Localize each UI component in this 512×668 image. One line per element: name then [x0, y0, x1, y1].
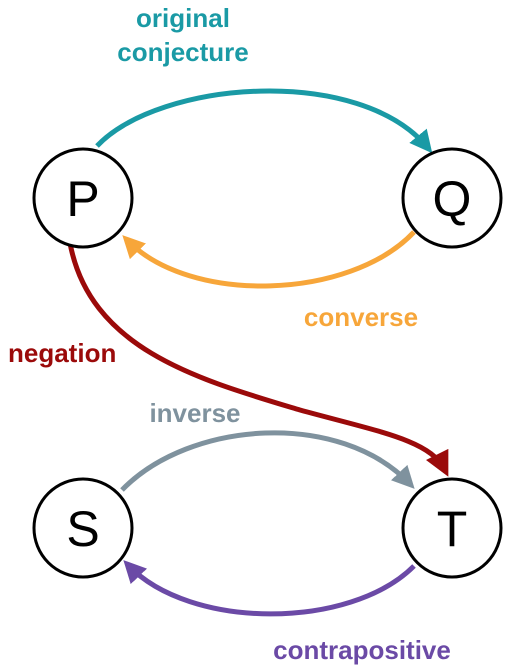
- edge-inverse-arrow: [120, 430, 415, 492]
- edge-converse-arrow: [122, 230, 416, 289]
- edge-negation-arrow: [67, 242, 449, 477]
- edge-original-conjecture-arrow: [95, 88, 433, 154]
- node-t-label: T: [437, 501, 468, 557]
- node-p: P: [32, 147, 134, 249]
- edge-contrapositive-arrow: [123, 560, 416, 617]
- node-t: T: [401, 477, 503, 579]
- edge-contrapositive-label: contrapositive: [273, 635, 451, 665]
- edge-original-label-line1: original: [136, 3, 230, 33]
- node-s-label: S: [66, 501, 99, 557]
- edge-converse-label: converse: [304, 302, 418, 332]
- node-q-label: Q: [433, 171, 472, 227]
- node-p-label: P: [66, 171, 99, 227]
- edge-inverse-label: inverse: [149, 398, 240, 428]
- node-q: Q: [401, 147, 503, 249]
- edge-original-label-line2: conjecture: [117, 37, 249, 67]
- node-s: S: [32, 477, 134, 579]
- edge-negation-label: negation: [8, 338, 116, 368]
